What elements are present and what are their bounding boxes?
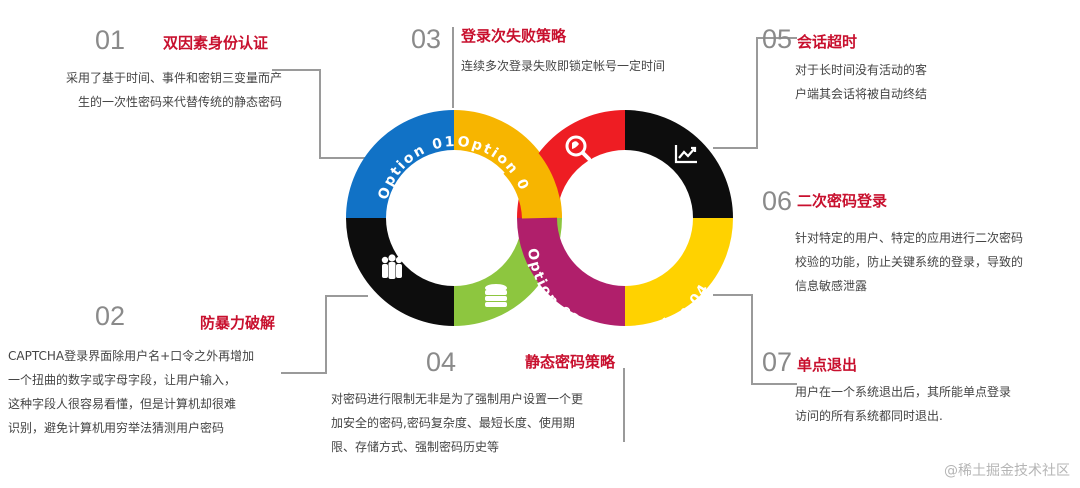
item-02-number: 02	[95, 301, 126, 331]
right-ring	[517, 110, 733, 326]
item-03-title: 登录次失败策略	[461, 27, 567, 45]
left-ring	[346, 110, 562, 326]
item-05-desc: 对于长时间没有活动的客 户端其会话将被自动终结	[795, 63, 928, 101]
segment-black-right	[624, 110, 733, 219]
segment-black-left	[346, 217, 455, 326]
item-02-title: 防暴力破解	[200, 314, 276, 332]
item-06-desc: 针对特定的用户、特定的应用进行二次密码 校验的功能，防止关键系统的登录，导致的 …	[795, 231, 1024, 293]
watermark: @稀土掘金技术社区	[944, 463, 1070, 479]
people-icon	[381, 254, 403, 279]
item-05-title: 会话超时	[797, 33, 858, 51]
item-04-number: 04	[426, 347, 457, 377]
item-01-title: 双因素身份认证	[163, 34, 269, 52]
item-07-title: 单点退出	[797, 356, 858, 374]
item-01-number: 01	[95, 25, 126, 55]
item-05-number: 05	[762, 24, 793, 54]
item-01-desc: 采用了基于时间、事件和密钥三变量而产 生的一次性密码来代替传统的静态密码	[65, 71, 282, 109]
connector-02	[281, 295, 368, 374]
item-03-number: 03	[411, 24, 442, 54]
segment-option-03	[517, 217, 626, 326]
segment-option-01	[346, 110, 455, 219]
connector-07	[713, 294, 797, 385]
item-07-number: 07	[762, 347, 793, 377]
connector-05	[713, 37, 797, 149]
item-02-desc: CAPTCHA登录界面除用户名+口令之外再增加 一个扭曲的数字或字母字段，让用户…	[8, 349, 255, 435]
segment-option-04	[624, 217, 733, 326]
connector-01	[272, 69, 366, 159]
globe-search-icon	[565, 135, 591, 161]
item-04-desc: 对密码进行限制无非是为了强制用户设置一个更 加安全的密码,密码复杂度、最短长度、…	[331, 392, 584, 454]
item-06-number: 06	[762, 186, 793, 216]
database-icon	[485, 284, 507, 307]
overlap-orange	[502, 146, 562, 220]
item-04-title: 静态密码策略	[525, 353, 616, 371]
item-06-title: 二次密码登录	[797, 192, 888, 210]
chart-up-icon	[674, 145, 697, 164]
item-03-desc: 连续多次登录失败即锁定帐号一定时间	[461, 59, 666, 73]
item-07-desc: 用户在一个系统退出后，其所能单点登录 访问的所有系统都同时退出.	[795, 385, 1012, 423]
